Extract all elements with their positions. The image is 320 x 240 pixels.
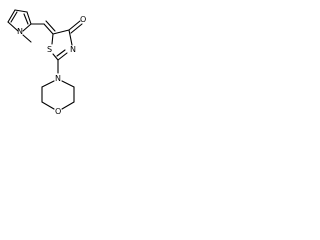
bond-c4-o — [68, 20, 81, 31]
bond-s1-c5 — [51, 33, 54, 45]
morpholine-ring — [41, 80, 75, 110]
chemical-structure-diagram: N O S N N O — [7, 9, 86, 116]
bond-n-methyl — [22, 34, 32, 43]
structure-canvas: N O S N N O — [0, 0, 106, 123]
bond-pyrrole-3 — [26, 11, 32, 25]
bond-c5-c4 — [52, 29, 70, 35]
bond-pyrrole-5 — [7, 21, 19, 32]
bond-pyrrole-1-double — [10, 11, 18, 23]
carbonyl-group — [68, 20, 83, 34]
bond-c4-o-double — [70, 23, 83, 34]
bond-pyrrole-1 — [7, 9, 16, 23]
atom-label-thiazole-s: S — [47, 45, 52, 54]
bond-morph-3 — [41, 101, 55, 110]
atom-label-pyrrole-n: N — [17, 27, 23, 36]
bond-morph-4 — [61, 101, 75, 110]
bond-c4-n3 — [68, 29, 73, 46]
methylidene-linker — [30, 20, 56, 35]
bond-n3-c2-double — [56, 49, 66, 57]
bond-pyrrole-2 — [14, 9, 28, 13]
bond-pyrrole-3-double — [23, 13, 29, 25]
bond-n3-c2 — [57, 52, 68, 61]
thiazolone-ring — [51, 29, 73, 61]
atom-label-morpholine-n: N — [55, 74, 61, 83]
pyrrole-ring — [7, 9, 32, 32]
bond-morph-6 — [61, 80, 75, 88]
bond-c2-s1 — [52, 53, 59, 61]
atom-label-morpholine-o: O — [55, 107, 61, 116]
bond-ch-to-c5-double — [45, 20, 56, 32]
bond-ch-to-c5 — [43, 23, 54, 35]
bond-morph-1 — [41, 80, 55, 88]
bond-pyrrole-4 — [22, 23, 32, 32]
atom-label-thiazole-n: N — [70, 45, 76, 54]
atom-label-carbonyl-o: O — [80, 15, 86, 24]
